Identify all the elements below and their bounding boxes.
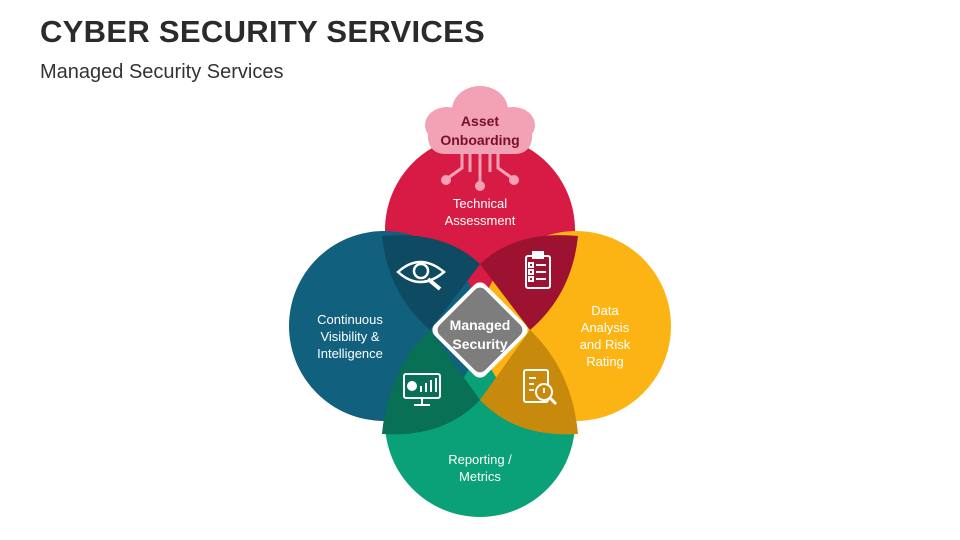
monitor-chart-icon: [403, 373, 441, 406]
petal-right-line3: and Risk: [579, 337, 631, 352]
petal-left-label: Continuous Visibility & Intelligence: [308, 311, 392, 362]
eye-search-icon: [396, 260, 446, 291]
page-title: CYBER SECURITY SERVICES: [40, 14, 486, 49]
cloud-label-line1: Asset: [460, 113, 500, 129]
center-label-line1: Managed: [449, 317, 511, 333]
petal-top-line1: Technical: [452, 196, 508, 211]
petal-left-line2: Visibility &: [320, 329, 380, 344]
cloud-label-line2: Onboarding: [440, 132, 520, 148]
petal-right-line2: Analysis: [580, 320, 630, 335]
center-diamond: [437, 287, 523, 373]
petal-top-line2: Assessment: [444, 213, 516, 228]
cloud-label: Asset Onboarding: [430, 112, 530, 150]
petal-top-label: Technical Assessment: [420, 195, 540, 229]
overlap-bottom-right: [480, 330, 578, 435]
circuit-icon: [447, 152, 513, 184]
page-subtitle: Managed Security Services: [40, 61, 284, 83]
petal-right-label: Data Analysis and Risk Rating: [570, 302, 640, 370]
circuit-nodes: [441, 175, 519, 191]
center-label: Managed Security: [440, 316, 520, 354]
petal-bottom-label: Reporting / Metrics: [420, 451, 540, 485]
cloud-shape: [425, 86, 535, 154]
petal-left-line1: Continuous: [317, 312, 383, 327]
petal-bottom-line2: Metrics: [459, 469, 501, 484]
checklist-icon: [525, 251, 551, 289]
petal-right-line4: Rating: [586, 354, 624, 369]
report-search-icon: [523, 369, 558, 406]
petal-bottom-line1: Reporting /: [448, 452, 512, 467]
center-label-line2: Security: [452, 336, 508, 352]
overlap-top-right: [480, 235, 578, 330]
petal-right-line1: Data: [591, 303, 619, 318]
petal-left-line3: Intelligence: [317, 346, 383, 361]
